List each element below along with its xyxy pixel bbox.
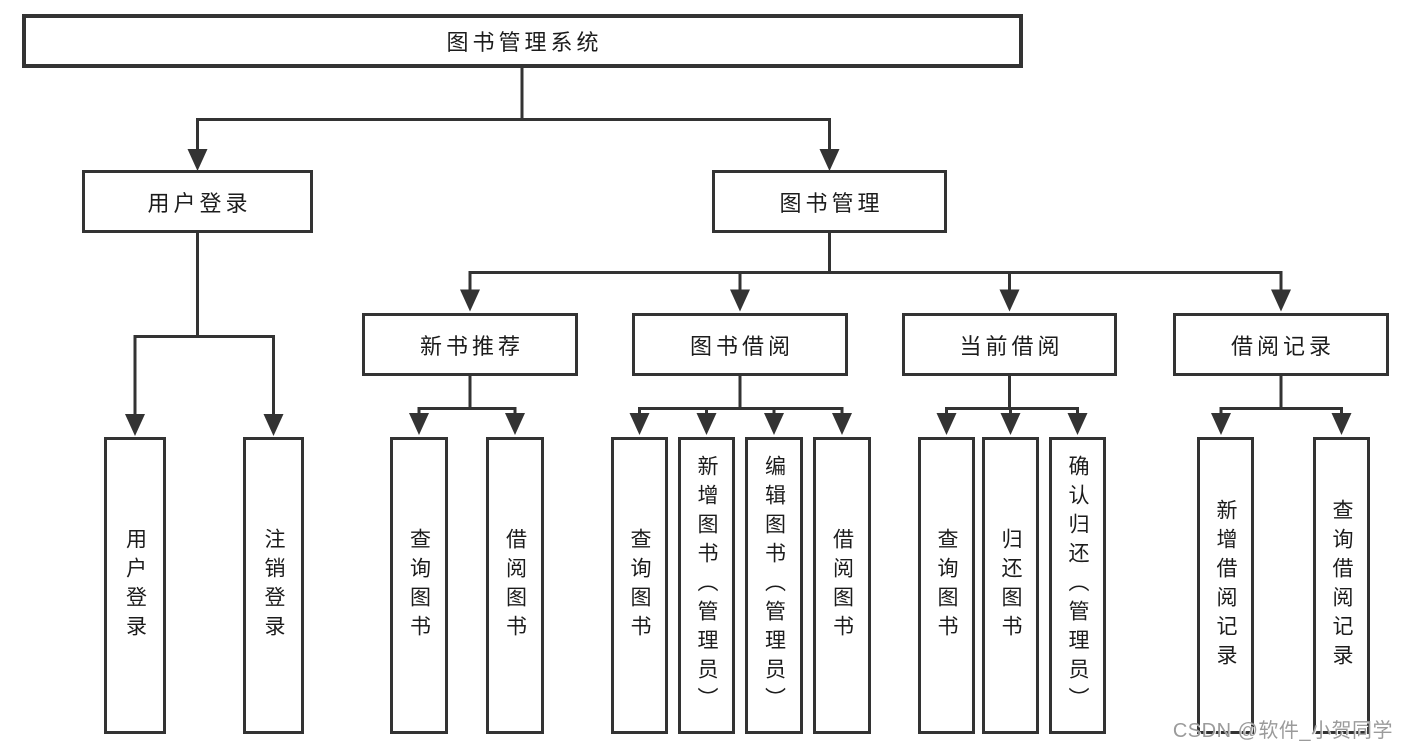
node-label: 图书借阅: [689, 333, 794, 359]
node-label: 归还图书: [999, 527, 1022, 644]
node-label: 用户登录: [147, 190, 252, 216]
leaf-node-query-books-2: 查询图书: [611, 437, 668, 734]
node-label: 查询借阅记录: [1330, 498, 1353, 673]
node-label: 编辑图书（管理员）: [762, 455, 786, 716]
leaf-node-borrow-books-2: 借阅图书: [813, 437, 871, 734]
leaf-node-borrow-books-1: 借阅图书: [486, 437, 544, 734]
leaf-node-logout: 注销登录: [243, 437, 304, 734]
node-borrow-records: 借阅记录: [1173, 313, 1389, 376]
node-book-borrowing: 图书借阅: [632, 313, 848, 376]
node-library-management-system: 图书管理系统: [22, 14, 1023, 68]
node-label: 新增借阅记录: [1214, 498, 1237, 673]
leaf-node-confirm-return-admin: 确认归还（管理员）: [1049, 437, 1106, 734]
node-label: 借阅图书: [503, 527, 527, 644]
csdn-watermark: CSDN @软件_小贺同学: [1172, 720, 1393, 742]
node-label: 查询图书: [407, 527, 431, 644]
leaf-node-edit-book-admin: 编辑图书（管理员）: [745, 437, 803, 734]
leaf-node-add-borrow-record: 新增借阅记录: [1197, 437, 1254, 734]
node-label: 新增图书（管理员）: [695, 455, 718, 716]
leaf-node-query-books-1: 查询图书: [390, 437, 448, 734]
node-label: 新书推荐: [419, 333, 524, 359]
node-new-book-recommend: 新书推荐: [362, 313, 578, 376]
leaf-node-add-book-admin: 新增图书（管理员）: [678, 437, 735, 734]
leaf-node-return-book: 归还图书: [982, 437, 1039, 734]
node-label: 图书管理系统: [446, 30, 603, 55]
node-label: 借阅图书: [830, 527, 854, 644]
node-label: 借阅记录: [1230, 333, 1335, 359]
node-user-login: 用户登录: [82, 170, 313, 233]
node-label: 注销登录: [262, 527, 285, 644]
node-label: 查询图书: [935, 527, 958, 644]
node-label: 查询图书: [628, 527, 651, 644]
node-current-borrowing: 当前借阅: [902, 313, 1117, 376]
node-book-management: 图书管理: [712, 170, 947, 233]
node-label: 确认归还（管理员）: [1066, 455, 1089, 716]
leaf-node-query-borrow-record: 查询借阅记录: [1313, 437, 1370, 734]
leaf-node-query-books-3: 查询图书: [918, 437, 975, 734]
node-label: 当前借阅: [959, 333, 1064, 359]
node-label: 用户登录: [123, 527, 147, 644]
node-label: 图书管理: [779, 190, 884, 216]
leaf-node-user-login: 用户登录: [104, 437, 166, 734]
